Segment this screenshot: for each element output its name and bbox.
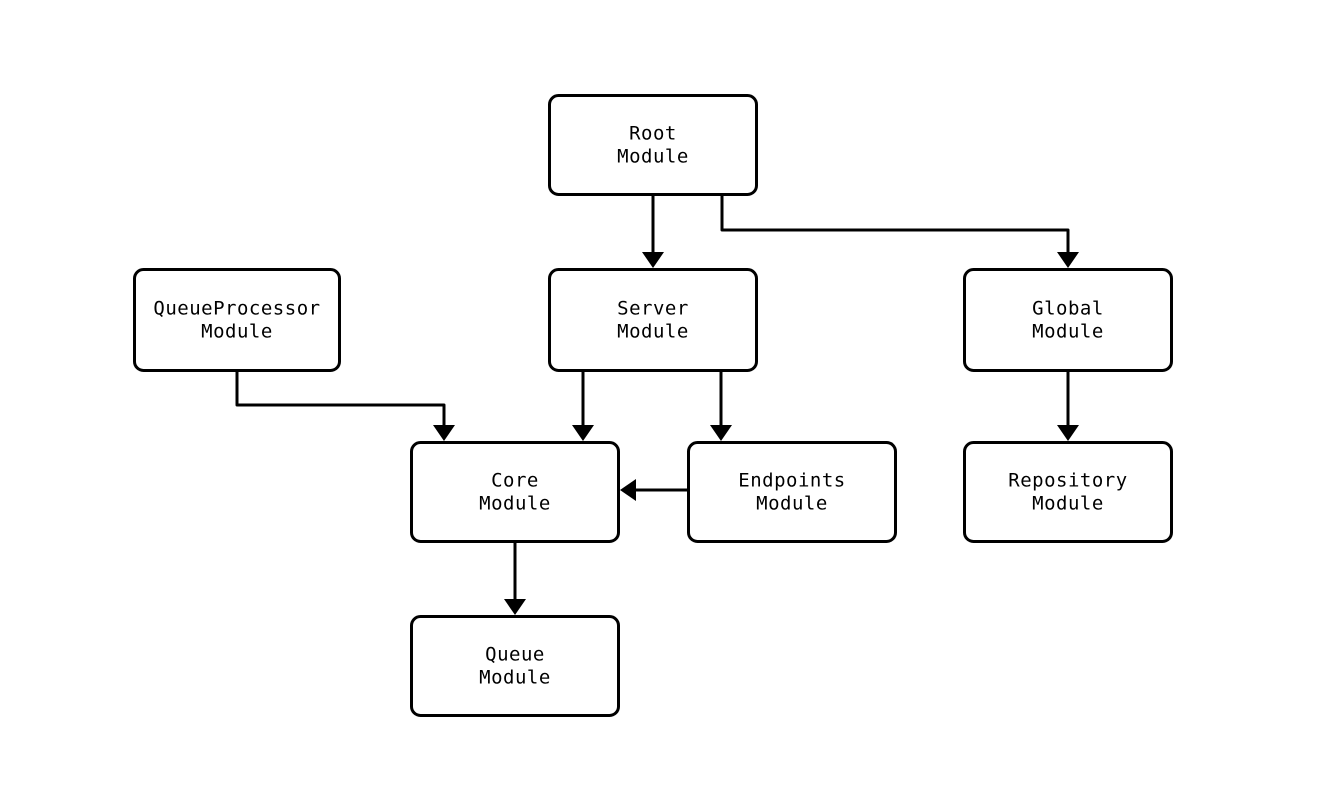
node-label-primary: Global	[1032, 298, 1104, 320]
edge-global-to-repository	[1057, 372, 1079, 441]
edge-server-to-endpoints	[710, 372, 732, 441]
node-label-secondary: Module	[617, 321, 689, 343]
arrow-head-icon	[1057, 425, 1079, 441]
node-label-primary: Core	[491, 470, 539, 492]
arrow-head-icon	[572, 425, 594, 441]
node-label-secondary: Module	[479, 667, 551, 689]
arrow-head-icon	[1057, 252, 1079, 268]
node-box[interactable]	[548, 268, 758, 372]
node-box[interactable]	[963, 268, 1173, 372]
node-label-secondary: Module	[1032, 493, 1104, 515]
node-label-primary: Server	[617, 298, 689, 320]
edge-queueprocessor-to-core	[235, 372, 455, 441]
node-label-primary: Root	[629, 123, 677, 145]
node-label-secondary: Module	[617, 146, 689, 168]
node-label-secondary: Module	[201, 321, 273, 343]
edge-endpoints-to-core	[620, 479, 687, 501]
node-box[interactable]	[410, 441, 620, 543]
edge-line	[235, 372, 446, 426]
node-label-primary: Repository	[1008, 470, 1127, 492]
edge-root-to-global	[720, 196, 1079, 268]
node-label-primary: Endpoints	[738, 470, 845, 492]
arrow-head-icon	[642, 252, 664, 268]
node-label-secondary: Module	[1032, 321, 1104, 343]
arrow-head-icon	[710, 425, 732, 441]
edge-line	[720, 196, 1070, 253]
node-box[interactable]	[410, 615, 620, 717]
node-box[interactable]	[963, 441, 1173, 543]
edge-server-to-core	[572, 372, 594, 441]
node-box[interactable]	[687, 441, 897, 543]
node-label-primary: Queue	[485, 644, 545, 666]
edge-root-to-server	[642, 196, 664, 268]
node-box[interactable]	[133, 268, 341, 372]
node-label-secondary: Module	[479, 493, 551, 515]
arrow-head-icon	[620, 479, 636, 501]
node-label-primary: QueueProcessor	[153, 298, 320, 320]
edge-core-to-queue	[504, 543, 526, 615]
arrow-head-icon	[433, 425, 455, 441]
node-label-secondary: Module	[756, 493, 828, 515]
arrow-head-icon	[504, 599, 526, 615]
node-box[interactable]	[548, 94, 758, 196]
